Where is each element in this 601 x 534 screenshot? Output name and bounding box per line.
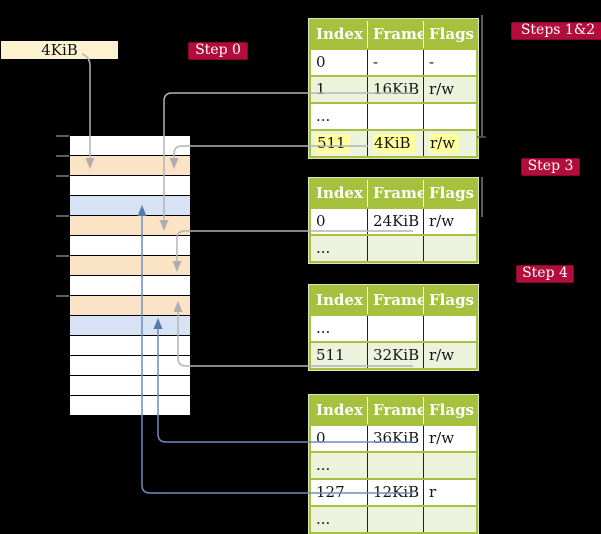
header-index: Index [316,291,363,309]
cell-frame: 32KiB [367,343,423,368]
memory-frame-row [70,196,190,216]
cell-frame: 24KiB [367,209,423,234]
cell-index: 0 [316,429,326,447]
cell-index: ... [316,239,331,257]
cell-frame: 4KiB [367,131,423,156]
cell-frame: 16KiB [367,77,423,102]
header-frame: Frame [367,397,423,424]
table-header-row: Index Frame Flags [311,287,476,314]
memory-frame-row [70,396,190,416]
table-header-row: Index Frame Flags [311,397,476,424]
table-row: 1 16KiB r/w [311,75,476,102]
cell-index: 0 [316,212,326,230]
header-flags: Flags [423,397,476,424]
memory-frame-row [70,256,190,276]
header-index: Index [316,184,363,202]
cell-index: 511 [316,346,345,364]
cell-frame [367,236,423,261]
cell-flags [423,236,476,261]
cell-frame: 12KiB [367,480,423,505]
highlight: r/w [429,134,460,153]
table-header-row: Index Frame Flags [311,180,476,207]
header-flags: Flags [423,180,476,207]
cell-index: ... [316,107,331,125]
cell-index: 127 [316,483,345,501]
cell-flags [423,104,476,129]
cell-index: 0 [316,53,326,71]
cell-flags [423,507,476,532]
cell-flags: r/w [423,343,476,368]
page-table-2: Index Frame Flags 0 24KiB r/w ... [309,178,478,263]
table-row: 0 - - [311,48,476,75]
cell-frame: - [367,50,423,75]
header-flags: Flags [423,287,476,314]
cell-flags: r/w [423,426,476,451]
table-row: 0 24KiB r/w [311,207,476,234]
table-row: ... [311,314,476,341]
cell-flags: r [423,480,476,505]
memory-frame-row [70,336,190,356]
cell-flags [423,453,476,478]
memory-frame-row [70,236,190,256]
badge-step-0: Step 0 [188,42,248,60]
cell-flags: r/w [423,131,476,156]
badge-step-3: Step 3 [521,158,580,176]
cell-index: 1 [316,80,326,98]
memory-frame-row [70,156,190,176]
cell-frame: 36KiB [367,426,423,451]
cell-index: 511 [311,131,367,156]
cell-frame [367,453,423,478]
cell-index: ... [316,319,331,337]
memory-frame-row [70,216,190,236]
header-flags: Flags [423,21,476,48]
cell-index: ... [316,510,331,528]
cell-flags: r/w [423,209,476,234]
memory-frame-row [70,176,190,196]
cell-flags: r/w [423,77,476,102]
cell-frame [367,316,423,341]
table-row: 127 12KiB r [311,478,476,505]
page-size-label: 4KiB [1,41,118,59]
cell-frame [367,507,423,532]
address-tick-marks [56,135,69,297]
header-frame: Frame [367,21,423,48]
memory-frame-row [70,316,190,336]
table-row-highlighted: 511 4KiB r/w [311,129,476,156]
cell-frame [367,104,423,129]
page-table-1: Index Frame Flags 0 - - 1 16KiB r/w ... … [309,19,478,158]
cell-flags: - [423,50,476,75]
header-index: Index [316,401,363,419]
badge-steps-1-2: Steps 1&2 [511,22,601,40]
highlight: 4KiB [373,134,415,153]
page-table-3: Index Frame Flags ... 511 32KiB r/w [309,285,478,370]
table-row: ... [311,234,476,261]
table-row: 0 36KiB r/w [311,424,476,451]
page-table-4: Index Frame Flags 0 36KiB r/w ... 127 12… [309,395,478,534]
memory-frame-row [70,136,190,156]
table-header-row: Index Frame Flags [311,21,476,48]
memory-frame-row [70,296,190,316]
table-row: ... [311,102,476,129]
header-frame: Frame [367,180,423,207]
table-row: ... [311,451,476,478]
header-index: Index [316,25,363,43]
physical-memory-stack [70,136,190,416]
table-row: 511 32KiB r/w [311,341,476,368]
memory-frame-row [70,276,190,296]
header-frame: Frame [367,287,423,314]
cell-index: ... [316,456,331,474]
highlight: 511 [316,134,350,153]
cell-flags [423,316,476,341]
memory-frame-row [70,356,190,376]
memory-frame-row [70,376,190,396]
badge-step-4: Step 4 [516,265,574,283]
